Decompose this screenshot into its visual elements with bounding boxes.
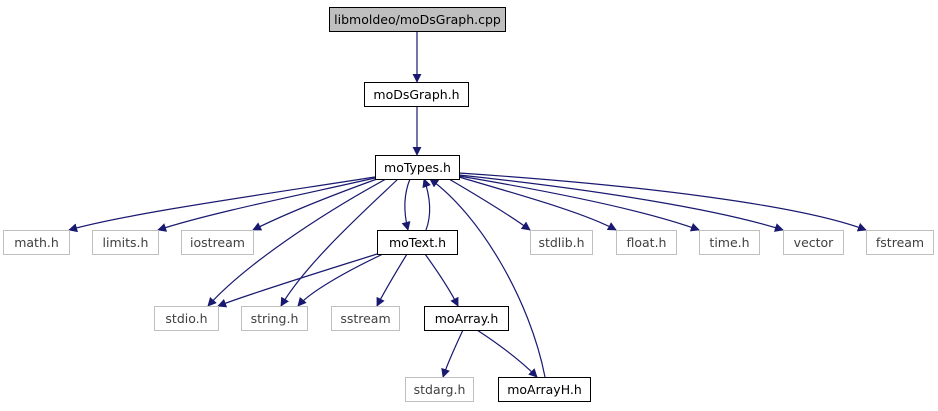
node-root[interactable]: libmoldeo/moDsGraph.cpp bbox=[329, 7, 506, 32]
edge-text-to-types bbox=[422, 178, 431, 231]
node-box bbox=[616, 230, 677, 255]
edge-types-to-text bbox=[401, 178, 411, 231]
node-text[interactable]: moText.h bbox=[377, 230, 458, 255]
node-iostream: iostream bbox=[181, 230, 254, 255]
node-label: time.h bbox=[709, 235, 749, 250]
node-vector: vector bbox=[783, 230, 844, 255]
node-float: float.h bbox=[616, 230, 677, 255]
edge-arrayh-to-types bbox=[429, 178, 546, 378]
node-limits: limits.h bbox=[92, 230, 159, 255]
node-math: math.h bbox=[3, 230, 70, 255]
node-label: moTypes.h bbox=[384, 160, 451, 175]
edge-text-to-stdio bbox=[217, 253, 378, 308]
node-label: fstream bbox=[876, 235, 924, 250]
edge-types-to-fstream bbox=[458, 172, 867, 232]
node-label: float.h bbox=[627, 235, 667, 250]
edge-types-to-time bbox=[458, 175, 700, 232]
node-stdarg: stdarg.h bbox=[405, 377, 474, 402]
node-fstream: fstream bbox=[866, 230, 934, 255]
node-sstream: sstream bbox=[331, 306, 400, 331]
node-label: moText.h bbox=[389, 235, 446, 250]
node-string: string.h bbox=[241, 306, 308, 331]
node-box bbox=[92, 230, 159, 255]
node-label: iostream bbox=[190, 235, 245, 250]
node-box bbox=[181, 230, 254, 255]
node-box bbox=[241, 306, 308, 331]
node-label: libmoldeo/moDsGraph.cpp bbox=[334, 12, 501, 27]
node-box bbox=[377, 230, 458, 255]
node-label: stdarg.h bbox=[414, 382, 466, 397]
edge-types-to-stdlib bbox=[448, 178, 531, 231]
node-box bbox=[424, 306, 509, 331]
node-box bbox=[498, 377, 591, 402]
edge-types-to-stdio bbox=[207, 178, 387, 307]
node-box bbox=[3, 230, 70, 255]
edge-types-to-math bbox=[68, 176, 376, 233]
edge-array-to-stdarg bbox=[441, 329, 464, 378]
node-time: time.h bbox=[699, 230, 760, 255]
node-box bbox=[405, 377, 474, 402]
node-box bbox=[866, 230, 934, 255]
node-array[interactable]: moArray.h bbox=[424, 306, 509, 331]
edge-text-to-string bbox=[297, 253, 384, 307]
node-box bbox=[329, 7, 506, 32]
edge-text-to-array bbox=[424, 253, 459, 307]
node-label: sstream bbox=[340, 311, 390, 326]
node-dsgraph[interactable]: moDsGraph.h bbox=[364, 82, 469, 107]
node-arrayh[interactable]: moArrayH.h bbox=[498, 377, 591, 402]
edge-types-to-float bbox=[458, 176, 617, 231]
node-box bbox=[331, 306, 400, 331]
edge-types-to-string bbox=[280, 178, 399, 307]
node-box bbox=[699, 230, 760, 255]
node-box bbox=[530, 230, 593, 255]
edge-types-to-iostream bbox=[252, 178, 378, 231]
node-label: moArrayH.h bbox=[507, 382, 582, 397]
node-box bbox=[375, 155, 460, 180]
node-box bbox=[154, 306, 219, 331]
node-label: vector bbox=[794, 235, 835, 250]
node-label: math.h bbox=[14, 235, 59, 250]
node-stdio: stdio.h bbox=[154, 306, 219, 331]
node-label: limits.h bbox=[103, 235, 149, 250]
node-label: stdlib.h bbox=[538, 235, 584, 250]
edge-types-to-limits bbox=[157, 177, 376, 232]
edge-types-to-vector bbox=[458, 174, 784, 232]
node-box bbox=[783, 230, 844, 255]
node-label: moDsGraph.h bbox=[373, 87, 459, 102]
node-label: moArray.h bbox=[435, 311, 499, 326]
node-box bbox=[364, 82, 469, 107]
edge-array-to-arrayh bbox=[476, 329, 538, 378]
node-types[interactable]: moTypes.h bbox=[375, 155, 460, 180]
edge-text-to-sstream bbox=[376, 253, 408, 307]
node-label: stdio.h bbox=[165, 311, 207, 326]
node-label: string.h bbox=[251, 311, 299, 326]
node-stdlib: stdlib.h bbox=[530, 230, 593, 255]
